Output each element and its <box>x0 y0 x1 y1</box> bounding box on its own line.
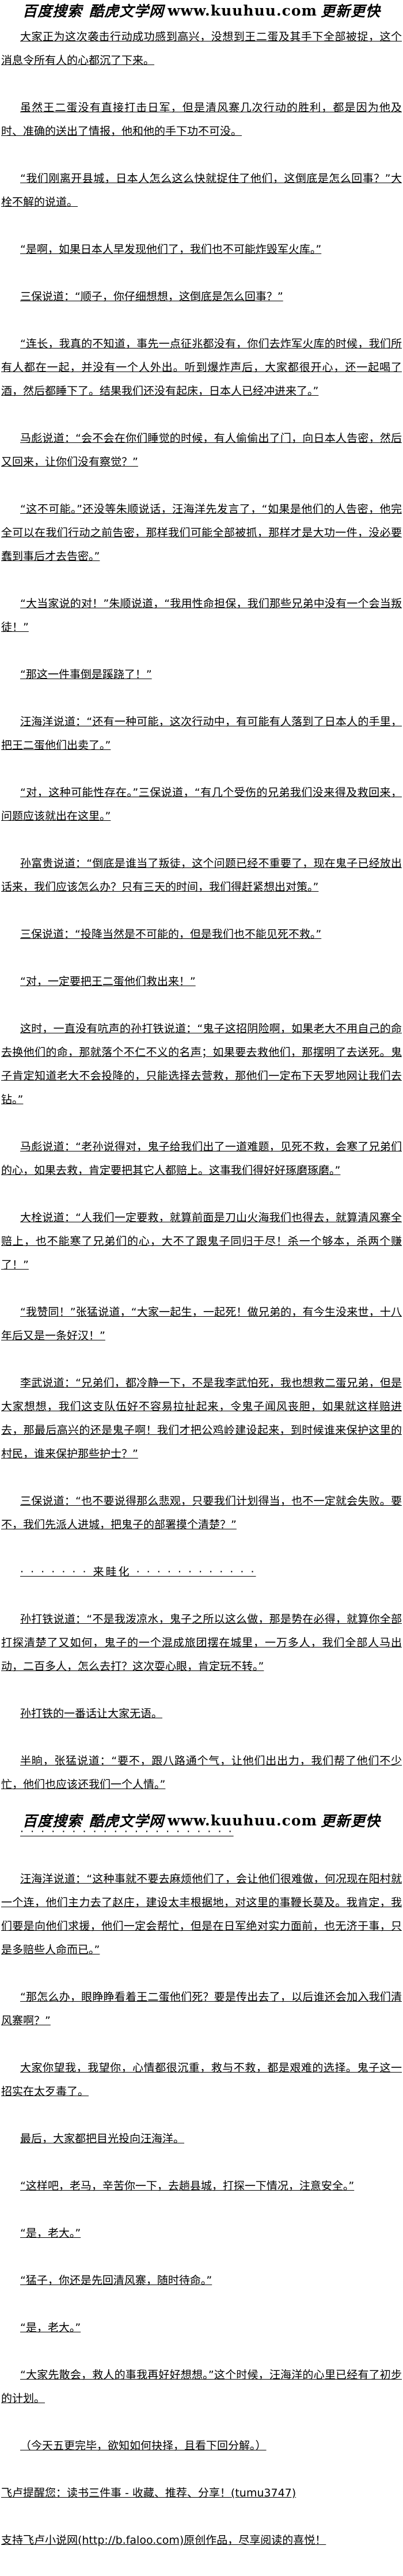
banner-site-name: 酷虎文学网 <box>89 3 164 20</box>
banner-slogan: 更新更快 <box>321 1813 381 1829</box>
paragraph: “对，一定要把王二蛋他们救出来！” <box>20 975 196 988</box>
paragraph: 这时，一直没有吭声的孙打铁说道：“鬼子这招阴险啊，如果老大不用自己的命去换他们的… <box>1 1022 402 1106</box>
site-banner-top: 百度搜索 酷虎文学网 www.kuuhuu.com 更新更快 <box>0 0 403 22</box>
paragraph: “大家先散会，救人的事我再好好想想。”这个时候，汪海洋的心里已经有了初步的计划。 <box>1 2369 402 2405</box>
paragraph: “连长，我真的不知道，事先一点征兆都没有，你们去炸军火库的时候，我们所有人都在一… <box>1 338 402 397</box>
paragraph: “那怎么办，眼睁睁看着王二蛋他们死？要是传出去了，以后谁还会加入我们清风寨啊？” <box>1 1991 402 2027</box>
paragraph: 马彪说道：“会不会在你们睡觉的时候，有人偷偷出了门，向日本人告密，然后又回来，让… <box>1 432 402 468</box>
paragraph: 孙富贵说道：“倒底是谁当了叛徒，这个问题已经不重要了，现在鬼子已经放出话来，我们… <box>1 857 402 893</box>
paragraph: “我们刚离开县城，日本人怎么这么快就捉住了他们，这倒底是怎么回事？”大栓不解的说… <box>1 172 402 209</box>
paragraph: “猛子，你还是先回清风寨，随时待命。” <box>20 2274 212 2287</box>
paragraph: 大家你望我，我望你，心情都很沉重，救与不救，都是艰难的选择。鬼子这一招实在太歹毒… <box>1 2062 402 2098</box>
paragraph: 最后，大家都把目光投向汪海洋。 <box>20 2132 185 2145</box>
paragraph: 虽然王二蛋没有直接打击日军，但是清风寨几次行动的胜利，都是因为他及时、准确的送出… <box>1 101 402 138</box>
paragraph: “我赞同！”张猛说道，“大家一起生，一起死！做兄弟的，有今生没来世，十八年后又是… <box>1 1306 402 1342</box>
paragraph: “那这一件事倒是蹊跷了！” <box>20 668 152 681</box>
banner-site-name: 酷虎文学网 <box>89 1813 164 1829</box>
separator-line: · · · · · · · · · · · · · · · · · · · · … <box>20 1825 234 1838</box>
paragraph: 大家正为这次袭击行动成功感到高兴，没想到王二蛋及其手下全部被捉，这个消息令所有人… <box>1 31 402 67</box>
paragraph: “这样吧，老马，辛苦你一下，去趟县城，打探一下情况，注意安全。” <box>20 2180 355 2192</box>
paragraph: 李武说道：“兄弟们，都冷静一下，不是我李武怕死，我也想救二蛋兄弟，但是大家想想，… <box>1 1377 402 1460</box>
footer-support[interactable]: 支持飞卢小说网(http://b.faloo.com)原创作品，尽享阅读的喜悦！ <box>1 2534 326 2547</box>
banner-search-text: 百度搜索 <box>22 1813 82 1829</box>
paragraph: “是，老大。” <box>20 2321 81 2334</box>
paragraph: 三保说道：“顺子，你仔细想想，这倒底是怎么回事？” <box>20 290 283 303</box>
paragraph: 孙打铁的一番话让大家无语。 <box>20 1707 163 1720</box>
paragraph: 孙打铁说道：“不是我泼凉水，鬼子之所以这么做，那是势在必得，就算你全部打探清楚了… <box>1 1613 402 1673</box>
paragraph: 大栓说道：“人我们一定要救，就算前面是刀山火海我们也得去，就算清风寨全赔上，也不… <box>1 1211 402 1271</box>
paragraph: “是啊，如果日本人早发现他们了，我们也不可能炸毁军火库。” <box>20 243 322 256</box>
separator-line: · · · · · · · 来畦化 · · · · · · · · · · · … <box>20 1566 256 1578</box>
paragraph: “这不可能。”还没等朱顺说话，汪海洋先发言了，“如果是他们的人告密，他完全可以在… <box>1 503 402 563</box>
banner-slogan: 更新更快 <box>321 3 381 20</box>
paragraph: （今天五更完毕，欲知如何抉择，且看下回分解。） <box>20 2439 267 2452</box>
paragraph: 半晌，张猛说道：“要不，跟八路通个气，让他们出出力，我们帮了他们不少忙，他们也应… <box>1 1755 402 1791</box>
paragraph: 汪海洋说道：“这种事就不要去麻烦他们了，会让他们很难做，何况现在阳村就一个连，他… <box>1 1873 402 1956</box>
footer-reminder: 飞卢提醒您：读书三件事 - 收藏、推荐、分享！(tumu3747) <box>1 2487 296 2499</box>
banner-search-text: 百度搜索 <box>22 3 82 20</box>
paragraph: “对，这种可能性存在。”三保说道，“有几个受伤的兄弟我们没来得及救回来，问题应该… <box>1 786 402 823</box>
paragraph: 三保说道：“投降当然是不可能的，但是我们也不能见死不救。” <box>20 928 322 941</box>
paragraph: “是，老大。” <box>20 2227 81 2240</box>
paragraph: 三保说道：“也不要说得那么悲观，只要我们计划得当，也不一定就会失败。要不，我们先… <box>1 1495 402 1531</box>
paragraph: 马彪说道：“老孙说得对，鬼子给我们出了一道难题，见死不救，会寒了兄弟们的心，如果… <box>1 1141 402 1177</box>
banner-url[interactable]: www.kuuhuu.com <box>168 1812 318 1829</box>
paragraph: “大当家说的对！”朱顺说道，“我用性命担保，我们那些兄弟中没有一个会当叛徒！” <box>1 597 402 634</box>
banner-url[interactable]: www.kuuhuu.com <box>168 2 318 19</box>
chapter-content: 大家正为这次袭击行动成功感到高兴，没想到王二蛋及其手下全部被捉，这个消息令所有人… <box>0 25 403 2576</box>
site-banner-bottom: 百度搜索 酷虎文学网 www.kuuhuu.com 更新更快 <box>0 1809 403 1832</box>
paragraph: 汪海洋说道：“还有一种可能，这次行动中，有可能有人落到了日本人的手里，把王二蛋他… <box>1 715 402 752</box>
